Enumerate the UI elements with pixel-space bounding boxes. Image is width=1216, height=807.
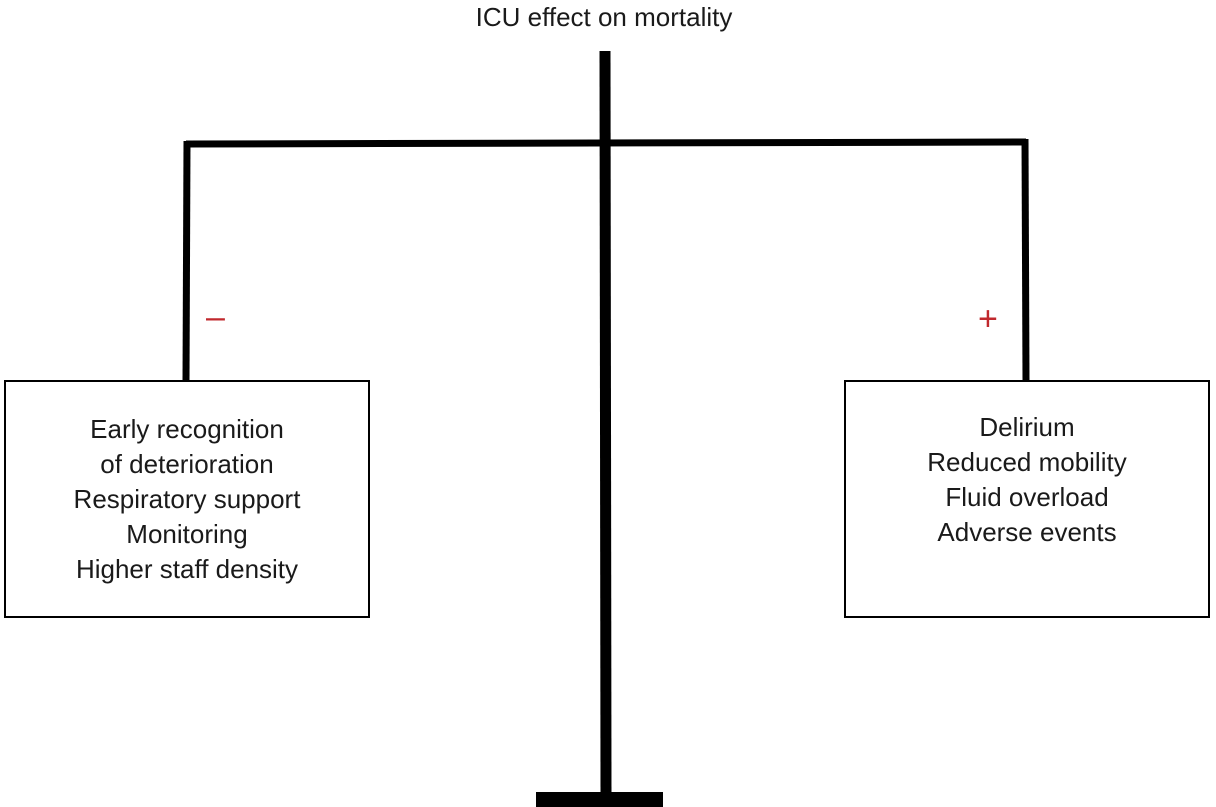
scale-base xyxy=(536,792,663,807)
diagram-title: ICU effect on mortality xyxy=(475,2,733,32)
left-pan-line: Higher staff density xyxy=(75,553,299,584)
left-pan-line: Monitoring xyxy=(126,518,248,549)
left-hanger xyxy=(182,140,191,382)
scale-post xyxy=(599,50,612,796)
right-hanger xyxy=(1021,138,1030,382)
right-pan-box: Delirium Reduced mobility Fluid overload… xyxy=(844,380,1210,618)
scale-beam xyxy=(185,138,1027,148)
right-pan-line: Delirium xyxy=(979,412,1075,442)
left-pan-line: of deterioration xyxy=(100,448,274,479)
positive-effect-sign: + xyxy=(978,300,998,338)
right-pan-line: Adverse events xyxy=(937,517,1117,547)
right-pan-line: Reduced mobility xyxy=(927,447,1127,477)
right-pan-line: Fluid overload xyxy=(945,482,1109,512)
left-pan-line: Early recognition xyxy=(90,413,284,444)
left-pan-box: Early recognition of deterioration Respi… xyxy=(4,380,370,618)
negative-effect-sign: – xyxy=(206,298,225,336)
left-pan-line: Respiratory support xyxy=(73,483,301,514)
